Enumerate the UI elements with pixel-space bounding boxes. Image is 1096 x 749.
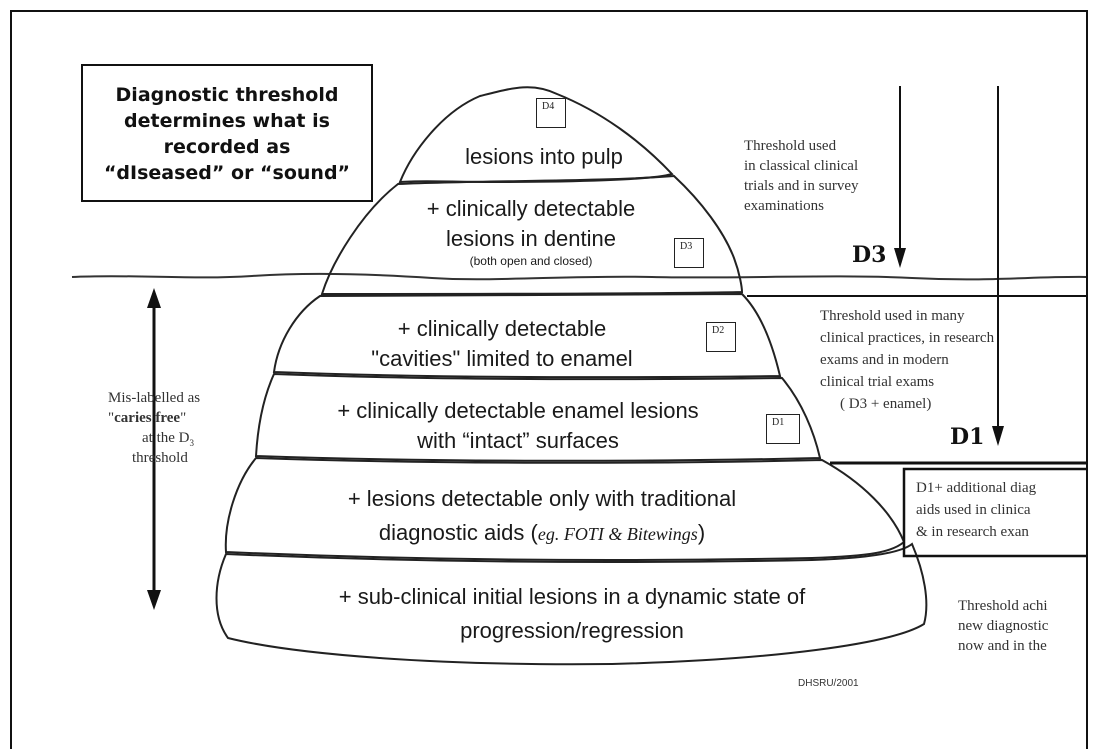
d3-note-line-1: Threshold used <box>744 138 837 154</box>
left-arrow-down-head <box>147 590 161 610</box>
left-note-caries-free: caries free <box>114 410 181 426</box>
aids-note-line-2: aids used in clinica <box>916 502 1031 518</box>
d1-threshold-label: D1 <box>950 424 985 450</box>
title-line-2: determines what is <box>124 110 330 132</box>
layer-pulp-label: lesions into pulp <box>465 144 623 169</box>
layer-aids-shape <box>224 456 906 561</box>
left-note-line-2: "caries free" <box>108 408 186 428</box>
layer-aids-line-2-c: ) <box>697 520 706 545</box>
iceberg-diagram-art <box>71 86 1086 666</box>
d1-box: D1 <box>766 414 800 444</box>
layer-cavities-shape <box>272 292 782 379</box>
left-note-subscript: 3 <box>189 438 194 448</box>
d4-box: D4 <box>536 98 566 128</box>
layer-enamel-line-2: with “intact” surfaces <box>417 428 619 453</box>
left-note-at-the-d: at the D <box>142 430 190 446</box>
new-note-line-1: Threshold achi <box>958 598 1048 614</box>
d1-arrow-head <box>992 426 1004 446</box>
d3-threshold-label: D3 <box>852 242 887 268</box>
layer-subclinical-line-2: progression/regression <box>460 618 684 643</box>
aids-note-box <box>902 467 1086 558</box>
d2-box: D2 <box>706 322 736 352</box>
layer-subclinical-shape <box>215 542 928 666</box>
layer-aids-line-2-b: eg. FOTI & Bitewings <box>537 524 698 544</box>
layer-enamel-line-1: + clinically detectable enamel lesions <box>337 398 699 423</box>
left-note-line-1: Mis-labelled as <box>108 390 201 406</box>
d1-note-line-1: Threshold used in many <box>820 308 965 324</box>
title-line-1: Diagnostic threshold <box>115 84 339 106</box>
layer-cavities-line-2: "cavities" limited to enamel <box>371 346 633 371</box>
d1-note-line-5: ( D3 + enamel) <box>840 396 932 412</box>
aids-note-line-1: D1+ additional diag <box>916 480 1037 496</box>
new-note-line-3: now and in the <box>958 638 1047 654</box>
layer-dentine-line-1: + clinically detectable <box>426 196 636 221</box>
aids-note-line-3: & in research exan <box>916 524 1029 540</box>
layer-aids-line-1: + lesions detectable only with tradition… <box>347 486 737 511</box>
layer-enamel-shape <box>254 372 822 462</box>
d3-note-line-4: examinations <box>744 198 824 214</box>
layer-dentine-line-3: (both open and closed) <box>469 254 593 268</box>
layer-cavities-line-1: + clinically detectable <box>397 316 607 341</box>
layer-aids-line-2: diagnostic aids (eg. FOTI & Bitewings) <box>242 520 842 546</box>
layer-aids-line-2-a: diagnostic aids ( <box>378 520 538 545</box>
title-box: Diagnostic threshold determines what is … <box>81 64 373 202</box>
left-note-quote-close: " <box>180 410 187 426</box>
d3-box: D3 <box>674 238 704 268</box>
d1-note-line-2: clinical practices, in research <box>820 330 995 346</box>
waterline <box>71 272 1086 281</box>
layer-dentine-shape <box>320 174 744 296</box>
layer-subclinical-line-1: + sub-clinical initial lesions in a dyna… <box>338 584 806 609</box>
left-arrow-up-head <box>147 288 161 308</box>
left-note-line-3: at the D3 <box>142 428 194 453</box>
d3-note-line-3: trials and in survey <box>744 178 859 194</box>
d1-note-line-3: exams and in modern <box>820 352 949 368</box>
d1-note-line-4: clinical trial exams <box>820 374 935 390</box>
d3-note-line-2: in classical clinical <box>744 158 859 174</box>
left-note-quote-open: " <box>108 410 115 426</box>
credit-label: DHSRU/2001 <box>798 678 859 689</box>
title-line-4: “dIseased” or “sound” <box>103 162 351 184</box>
left-note-line-4: threshold <box>132 450 188 466</box>
d3-arrow-head <box>894 248 906 268</box>
title-line-3: recorded as <box>163 136 291 158</box>
diagram-frame: Diagnostic threshold determines what is … <box>10 10 1088 749</box>
layer-dentine-line-2: lesions in dentine <box>445 226 616 251</box>
new-note-line-2: new diagnostic <box>958 618 1049 634</box>
